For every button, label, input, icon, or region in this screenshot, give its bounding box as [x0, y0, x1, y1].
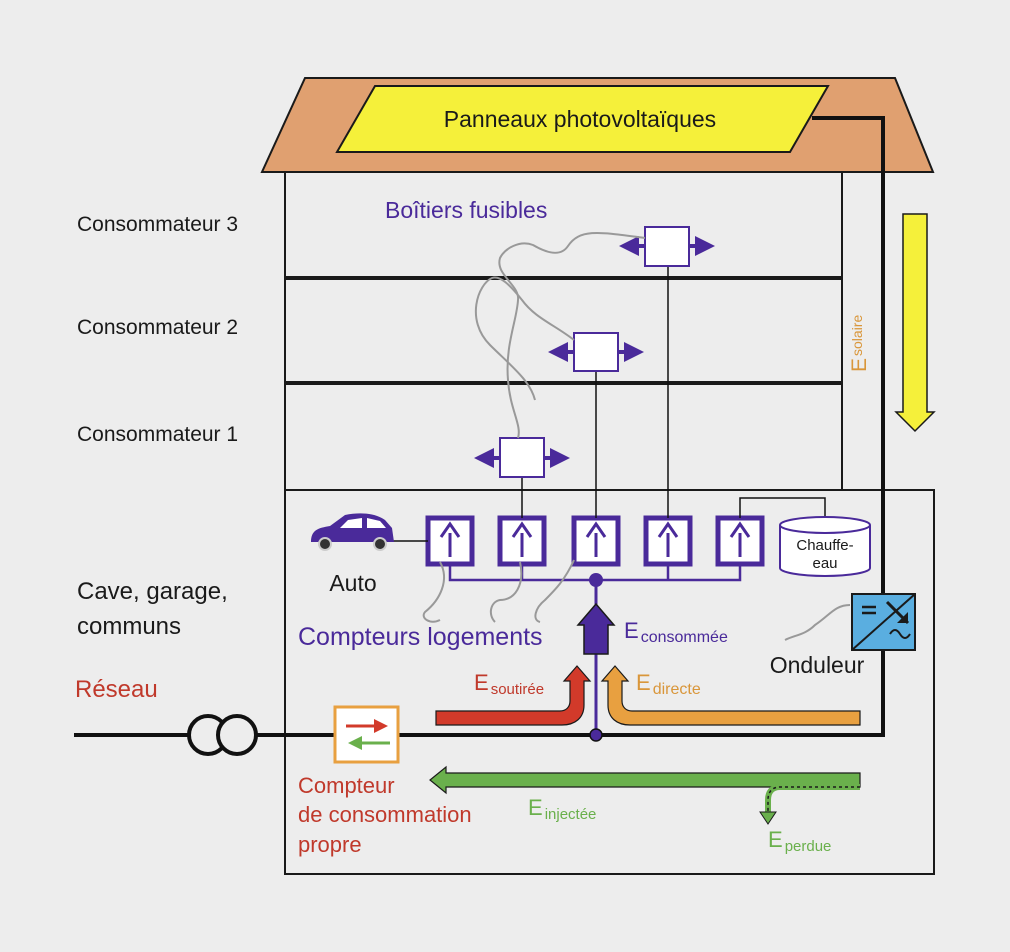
meter-icon	[571, 515, 621, 567]
meters-label: Compteurs logements	[298, 623, 543, 651]
grid-label: Réseau	[75, 676, 158, 703]
solar-energy-arrow	[894, 213, 936, 433]
fuse-boxes	[474, 226, 715, 478]
consumer2-label: Consommateur 2	[77, 316, 238, 339]
fuse-box-icon	[619, 226, 715, 267]
meter-icon	[715, 515, 765, 567]
apartment-meters	[425, 515, 765, 567]
meter-to-fuse-lines	[521, 266, 826, 525]
pv-panels	[335, 85, 830, 153]
basement-label-line1: Cave, garage,	[77, 578, 228, 605]
pv-panels-label: Panneaux photovoltaïques	[444, 106, 716, 132]
consumed-energy-arrow	[576, 602, 616, 655]
meter-icon	[425, 515, 475, 567]
callout-lines	[422, 232, 851, 641]
water-heater-label: Chauffe-	[796, 537, 853, 554]
lost-energy-arrow	[759, 784, 860, 825]
consumer1-label: Consommateur 1	[77, 423, 238, 446]
car-icon	[311, 513, 428, 551]
house-structure	[284, 170, 935, 875]
consumer3-label: Consommateur 3	[77, 213, 238, 236]
junction-dot	[589, 728, 603, 742]
basement-label-line2: communs	[77, 613, 181, 640]
car-label: Auto	[329, 570, 376, 596]
own-meter-label-line3: propre	[298, 832, 362, 857]
water-heater-label: eau	[812, 555, 837, 572]
meter-bus	[448, 566, 742, 582]
fuse-boxes-label: Boîtiers fusibles	[385, 197, 547, 223]
drawn-energy-arrow	[435, 665, 592, 726]
water-heater-icon	[779, 516, 871, 577]
fuse-box-icon	[474, 437, 570, 478]
meter-icon	[497, 515, 547, 567]
transformer-icon	[187, 714, 258, 756]
inverter-label: Onduleur	[770, 652, 865, 678]
basement-box	[284, 489, 935, 875]
direct-energy-arrow	[600, 665, 861, 726]
own-consumption-meter-icon	[333, 705, 400, 764]
inverter-icon	[851, 593, 916, 651]
meter-icon	[643, 515, 693, 567]
pv-power-line	[596, 116, 885, 737]
solar-energy-label: Esolaire	[848, 315, 871, 372]
fuse-box-icon	[548, 332, 644, 372]
own-meter-label-line2: de consommation	[298, 802, 472, 827]
own-meter-label-line1: Compteur	[298, 773, 395, 798]
